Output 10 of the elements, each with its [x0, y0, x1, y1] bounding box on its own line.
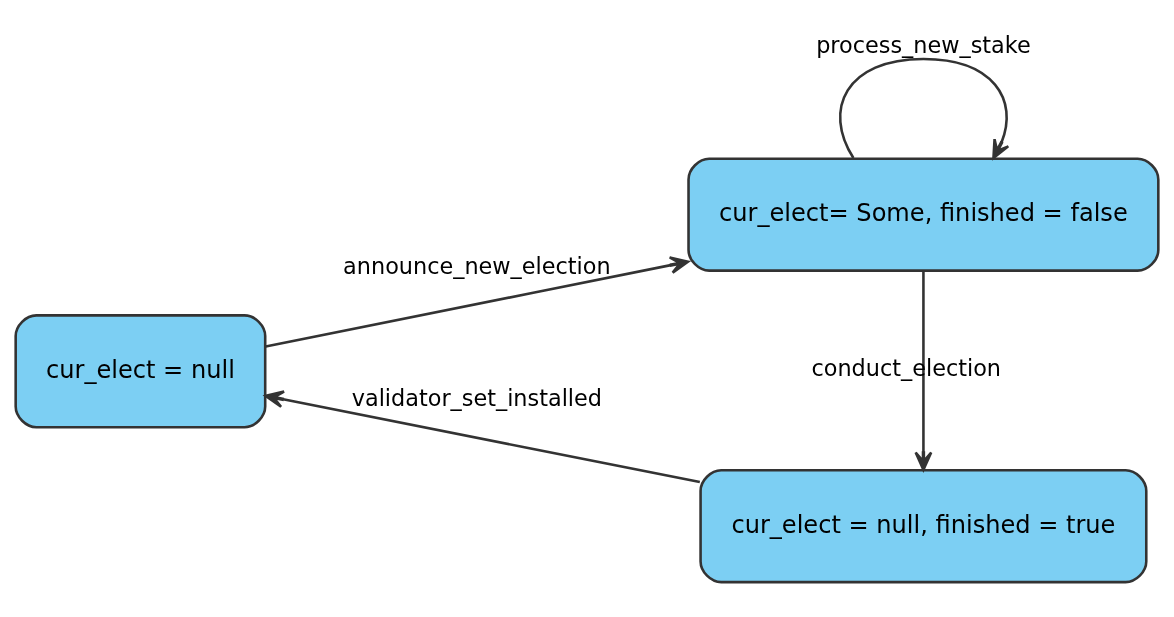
edge-label: process_new_stake: [816, 31, 1031, 58]
arrow: [265, 256, 690, 348]
node-box: cur_elect= Some, finished = false: [687, 157, 1160, 272]
arrow: [914, 270, 933, 472]
edge-label: validator_set_installed: [351, 385, 603, 412]
edge-label: announce_new_election: [343, 252, 611, 279]
node-box: cur_elect = null, finished = true: [699, 468, 1148, 584]
arrow: [264, 390, 701, 484]
node-box: cur_elect = null: [14, 314, 267, 429]
arrow: [839, 57, 1010, 160]
